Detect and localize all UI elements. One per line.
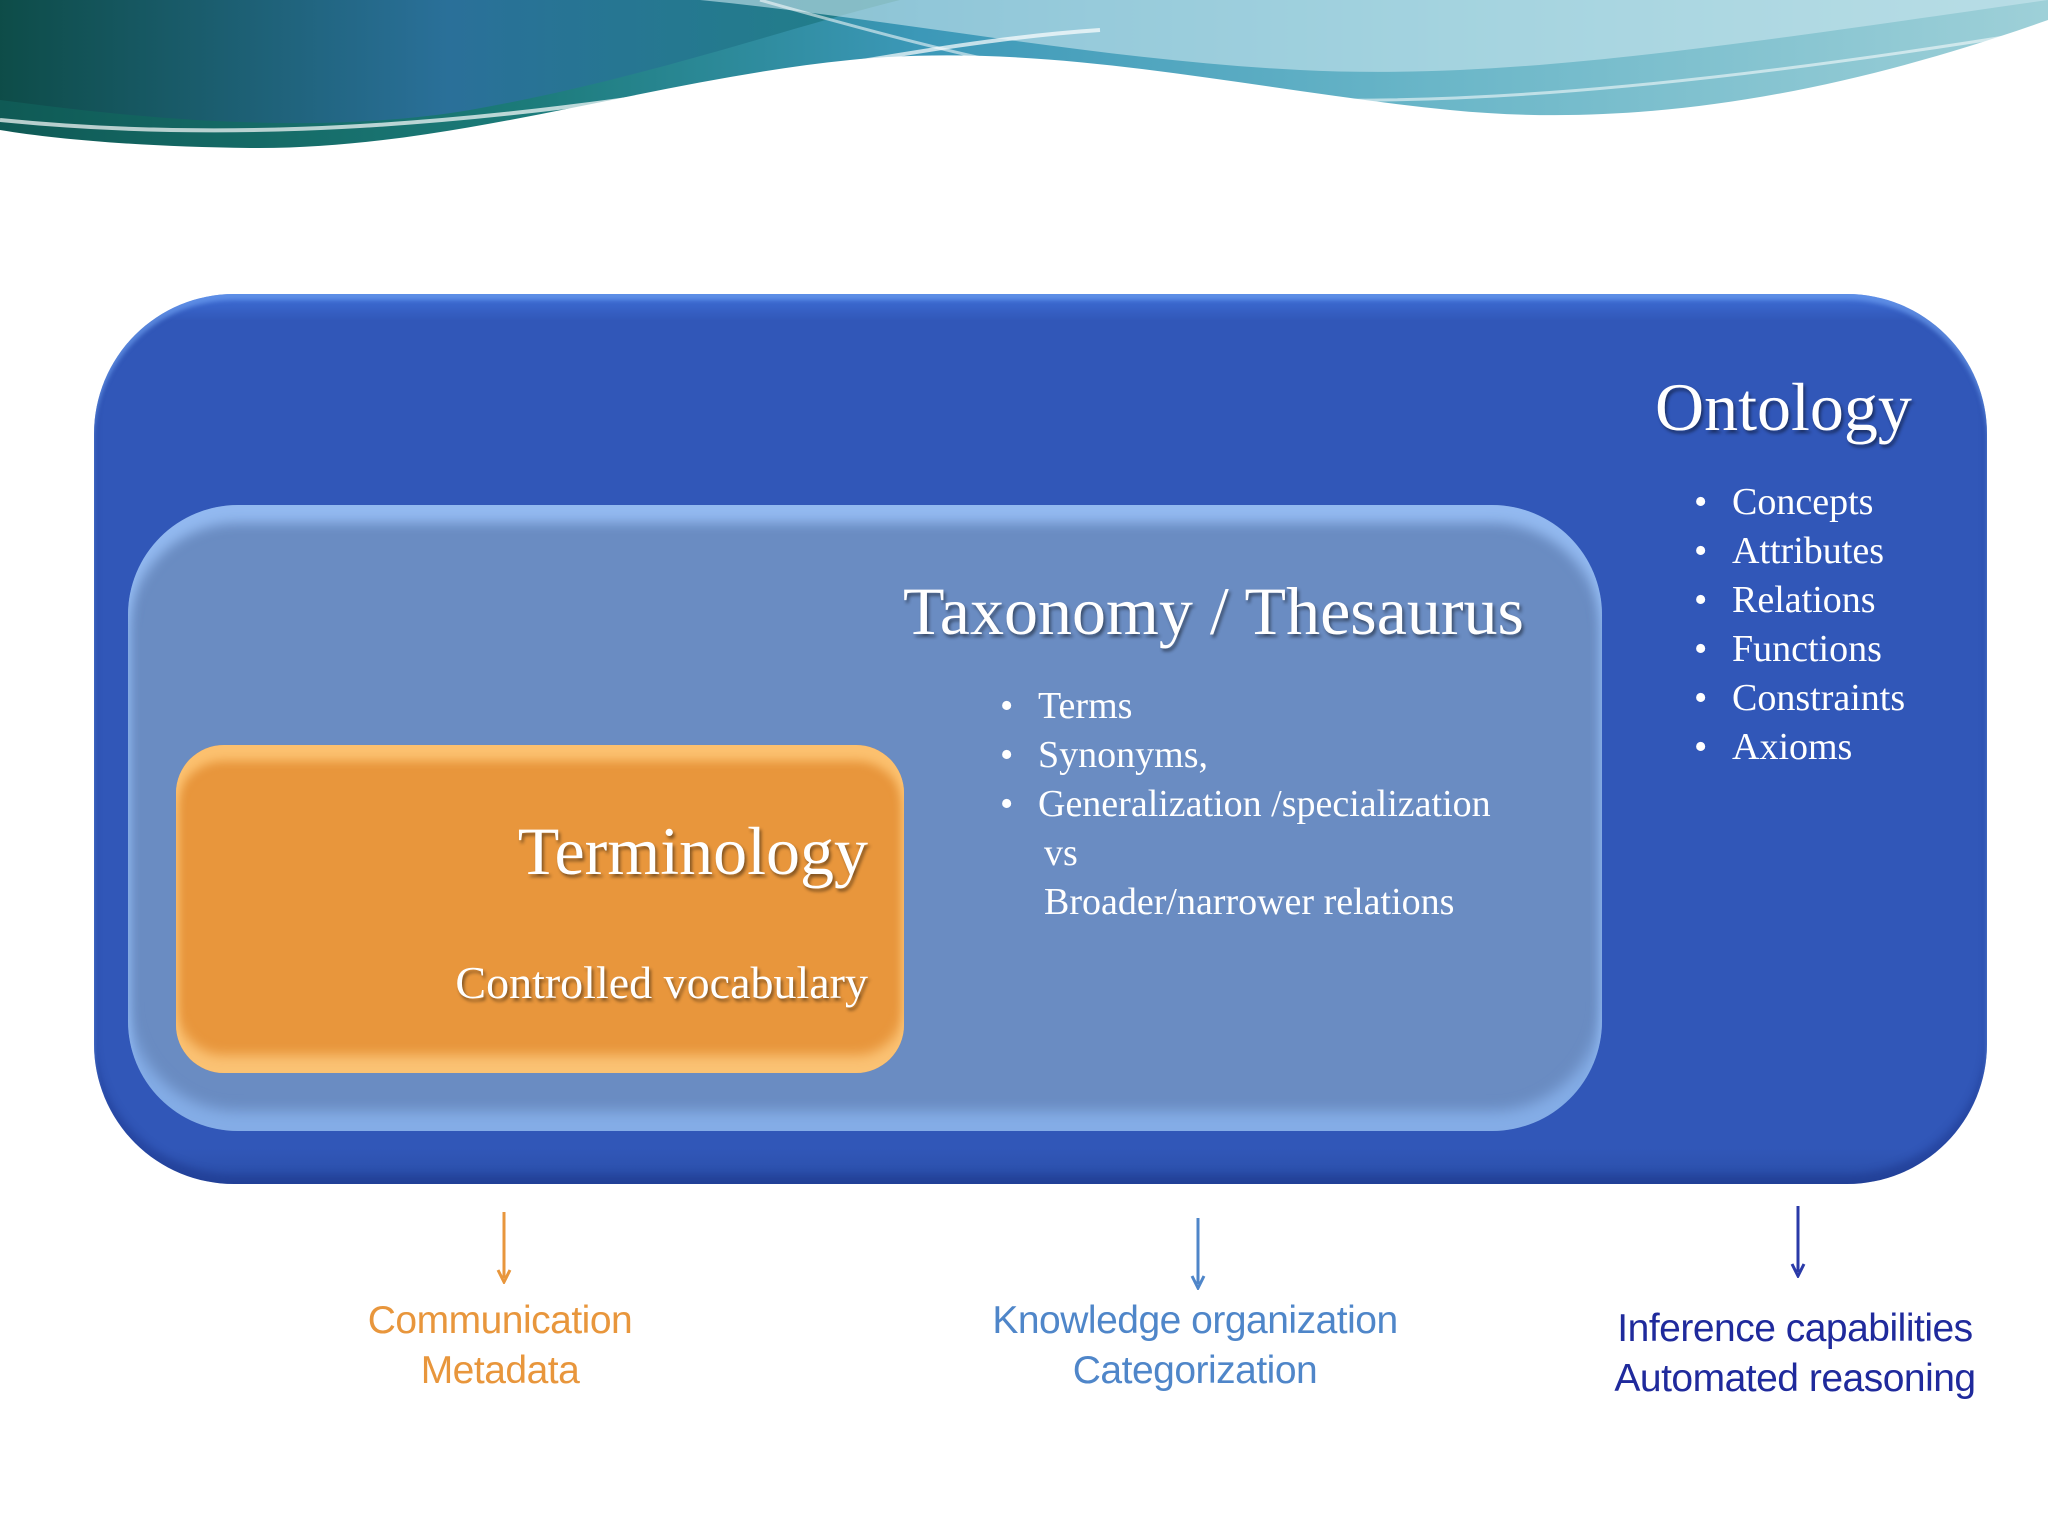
terminology-box bbox=[176, 745, 904, 1073]
ontology-item: Concepts bbox=[1694, 478, 1905, 527]
ontology-item: Attributes bbox=[1694, 527, 1905, 576]
decorative-wave-banner bbox=[0, 0, 2048, 170]
taxonomy-item-continuation: vs bbox=[1000, 829, 1491, 878]
caption-line: Automated reasoning bbox=[1545, 1354, 2045, 1404]
arrow-down-icon bbox=[1788, 1206, 1808, 1278]
arrow-down-icon bbox=[494, 1212, 514, 1284]
taxonomy-bullet-list: Terms Synonyms, Generalization /speciali… bbox=[1000, 682, 1491, 927]
caption-terminology: Communication Metadata bbox=[300, 1296, 700, 1396]
taxonomy-title: Taxonomy / Thesaurus bbox=[903, 572, 1524, 651]
caption-line: Metadata bbox=[300, 1346, 700, 1396]
taxonomy-item-continuation: Broader/narrower relations bbox=[1000, 878, 1491, 927]
caption-line: Knowledge organization bbox=[945, 1296, 1445, 1346]
ontology-item: Functions bbox=[1694, 625, 1905, 674]
caption-taxonomy: Knowledge organization Categorization bbox=[945, 1296, 1445, 1396]
arrow-down-icon bbox=[1188, 1218, 1208, 1290]
caption-line: Communication bbox=[300, 1296, 700, 1346]
taxonomy-item: Terms bbox=[1000, 682, 1491, 731]
caption-line: Inference capabilities bbox=[1545, 1304, 2045, 1354]
ontology-item: Axioms bbox=[1694, 723, 1905, 772]
taxonomy-item: Synonyms, bbox=[1000, 731, 1491, 780]
ontology-title: Ontology bbox=[1655, 368, 1912, 447]
ontology-item: Constraints bbox=[1694, 674, 1905, 723]
caption-line: Categorization bbox=[945, 1346, 1445, 1396]
terminology-title: Terminology bbox=[518, 812, 868, 891]
caption-ontology: Inference capabilities Automated reasoni… bbox=[1545, 1304, 2045, 1404]
taxonomy-item: Generalization /specialization bbox=[1000, 780, 1491, 829]
ontology-item: Relations bbox=[1694, 576, 1905, 625]
ontology-bullet-list: Concepts Attributes Relations Functions … bbox=[1694, 478, 1905, 772]
terminology-subtitle: Controlled vocabulary bbox=[455, 956, 868, 1009]
